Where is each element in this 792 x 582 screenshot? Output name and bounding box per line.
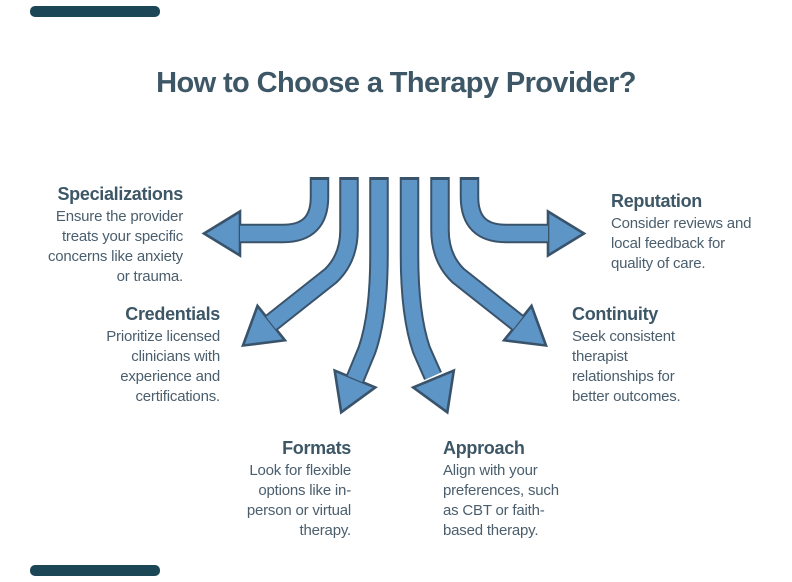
section-title: Reputation bbox=[611, 191, 702, 211]
arrow-formats bbox=[333, 177, 389, 415]
accent-bar-top bbox=[30, 6, 160, 17]
section-reputation: Reputation Consider reviews and local fe… bbox=[611, 191, 792, 274]
section-title: Specializations bbox=[57, 184, 183, 204]
section-formats: Formats Look for flexible options like i… bbox=[141, 438, 351, 541]
arrow-specializations bbox=[201, 177, 330, 258]
accent-bar-bottom bbox=[30, 565, 160, 576]
section-description: Prioritize licensed clinicians with expe… bbox=[106, 328, 220, 405]
section-continuity: Continuity Seek consistent therapist rel… bbox=[572, 304, 782, 407]
arrow-approach bbox=[399, 177, 456, 415]
arrow-reputation bbox=[459, 177, 587, 258]
section-title: Credentials bbox=[125, 304, 220, 324]
section-credentials: Credentials Prioritize licensed clinicia… bbox=[10, 304, 220, 407]
section-title: Approach bbox=[443, 438, 525, 458]
section-description: Consider reviews and local feedback for … bbox=[611, 215, 752, 272]
section-description: Seek consistent therapist relationships … bbox=[572, 328, 681, 405]
arrow-continuity bbox=[430, 177, 548, 348]
section-title: Formats bbox=[282, 438, 351, 458]
section-description: Look for flexible options like in- perso… bbox=[246, 462, 351, 539]
section-approach: Approach Align with your preferences, su… bbox=[443, 438, 653, 541]
section-description: Ensure the provider treats your specific… bbox=[47, 208, 183, 285]
section-specializations: Specializations Ensure the provider trea… bbox=[0, 184, 183, 287]
arrow-credentials bbox=[241, 177, 359, 348]
section-description: Align with your preferences, such as CBT… bbox=[443, 462, 559, 539]
page-title: How to Choose a Therapy Provider? bbox=[156, 67, 636, 100]
section-title: Continuity bbox=[572, 304, 658, 324]
